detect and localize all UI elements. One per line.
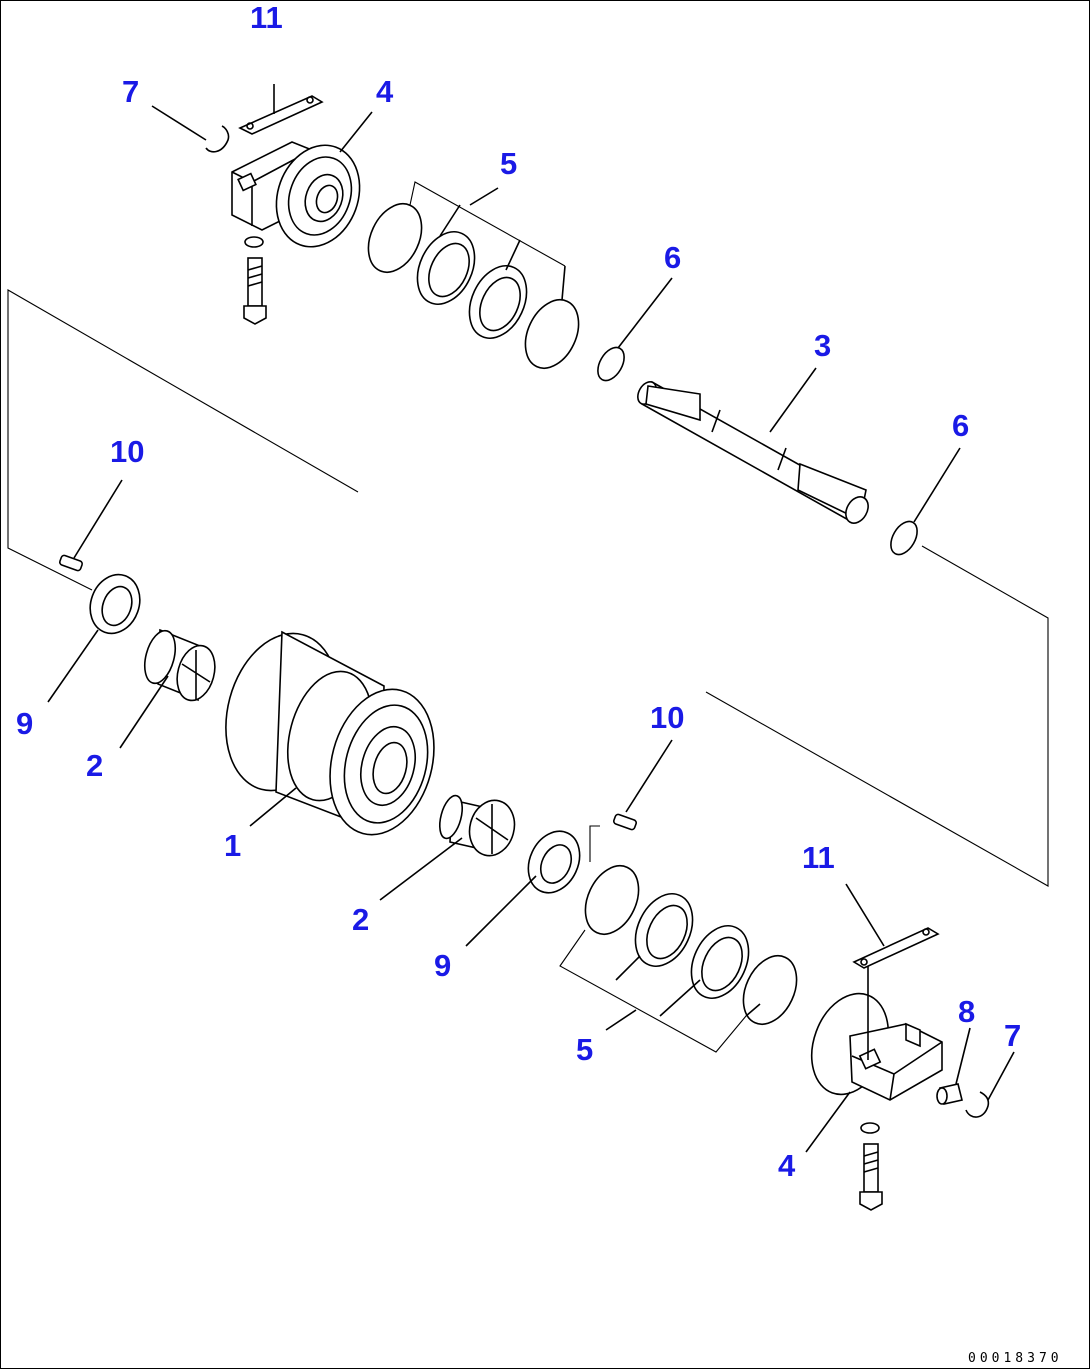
callout-7-lower: 7 bbox=[1004, 1018, 1021, 1053]
callout-6-lower: 6 bbox=[952, 408, 969, 443]
part-plate-upper bbox=[238, 84, 324, 135]
leader-lines bbox=[47, 105, 1015, 1153]
part-roller bbox=[225, 630, 435, 836]
drawing-code: 00018370 bbox=[968, 1351, 1063, 1366]
callout-7-upper: 7 bbox=[122, 74, 139, 109]
callout-11-lower: 11 bbox=[802, 840, 835, 875]
part-collar-lower bbox=[810, 960, 943, 1101]
callout-11-upper: 11 bbox=[250, 0, 283, 35]
callout-8: 8 bbox=[958, 994, 975, 1029]
callout-2-right: 2 bbox=[352, 902, 369, 937]
callout-3: 3 bbox=[814, 328, 831, 363]
callout-labels: 11 7 4 5 6 3 6 10 9 2 1 10 2 9 11 8 7 5 … bbox=[16, 0, 1021, 1183]
part-bolt-small bbox=[936, 1083, 963, 1105]
part-bushing-left bbox=[143, 628, 216, 702]
part-plate-lower bbox=[852, 927, 940, 969]
callout-4-upper: 4 bbox=[376, 74, 394, 109]
callout-2-left: 2 bbox=[86, 748, 103, 783]
callout-5-lower: 5 bbox=[576, 1032, 593, 1067]
callout-1: 1 bbox=[224, 828, 241, 863]
callout-9-left: 9 bbox=[16, 706, 33, 741]
part-bolt-upper bbox=[243, 236, 267, 325]
part-pin-lower bbox=[965, 1091, 990, 1118]
part-ring-left bbox=[89, 573, 141, 635]
assembly-guide-lines bbox=[7, 181, 1049, 887]
part-shaft bbox=[637, 380, 869, 524]
part-oring-lower bbox=[890, 520, 918, 556]
callout-10-left: 10 bbox=[110, 434, 144, 469]
callout-5-upper: 5 bbox=[500, 146, 517, 181]
part-ring-right bbox=[527, 830, 581, 894]
part-dowel-left bbox=[58, 554, 84, 572]
part-pin-upper bbox=[205, 125, 230, 153]
callout-9-right: 9 bbox=[434, 948, 451, 983]
part-dowel-right bbox=[612, 813, 638, 831]
callout-10-right: 10 bbox=[650, 700, 684, 735]
callout-4-lower: 4 bbox=[778, 1148, 796, 1183]
part-seal-set-lower bbox=[559, 865, 798, 1053]
part-collar-upper bbox=[231, 141, 361, 248]
callout-6-upper: 6 bbox=[664, 240, 681, 275]
part-seal-set-upper bbox=[367, 203, 580, 369]
part-bolt-lower bbox=[859, 1122, 883, 1211]
part-oring-upper bbox=[597, 346, 625, 382]
part-bushing-right bbox=[438, 794, 516, 857]
